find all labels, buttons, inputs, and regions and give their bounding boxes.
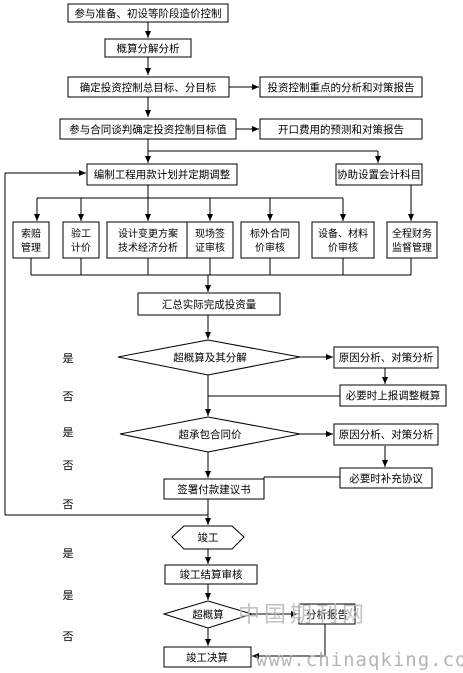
watermark: 中国期刊网 www.chinaqking.com	[238, 603, 463, 671]
node-acceptance-pricing: 验工 计价	[62, 221, 100, 259]
node-equipment-materials-line1: 设备、材料	[318, 227, 368, 240]
decision-over-contract-label: 超承包合同价	[179, 428, 242, 441]
node-supplement-agreement: 必要时补充协议	[339, 467, 433, 489]
node-site-visa: 现场签 证审核	[186, 221, 234, 259]
node-claims-mgmt: 索赔 管理	[12, 221, 50, 259]
node-key-analysis-report: 投资控制重点的分析和对策报告	[259, 76, 423, 98]
node-final-accounts: 竣工决算	[163, 646, 252, 668]
node-acceptance-pricing-line2: 计价	[71, 241, 91, 254]
node-payment-plan-label: 编制工程用款计划并定期调整	[94, 168, 231, 181]
side-label: 是	[63, 547, 74, 560]
node-cause-analysis-1: 原因分析、对策分析	[333, 346, 439, 369]
node-opening-cost-forecast: 开口费用的预测和对策报告	[259, 118, 423, 140]
side-label: 否	[63, 630, 74, 643]
node-report-adjust-budget: 必要时上报调整概算	[339, 384, 447, 407]
side-label: 是	[63, 352, 74, 365]
node-finance-supervision-line2: 监督管理	[392, 241, 432, 254]
decision-over-contract: 超承包合同价	[119, 416, 301, 453]
side-label: 否	[63, 390, 74, 403]
node-equipment-materials-line2: 价审核	[328, 241, 358, 254]
node-payment-plan: 编制工程用款计划并定期调整	[86, 163, 238, 186]
side-label: 否	[63, 459, 74, 472]
watermark-url: www.chinaqking.com	[256, 649, 463, 671]
node-accounting-subjects: 协助设置会计科目	[335, 163, 423, 186]
node-extra-contract-line1: 标外合同	[250, 227, 290, 240]
node-key-analysis-report-label: 投资控制重点的分析和对策报告	[268, 81, 415, 94]
node-accounting-subjects-label: 协助设置会计科目	[337, 168, 421, 181]
node-equipment-materials: 设备、材料 价审核	[311, 221, 375, 259]
node-acceptance-pricing-line1: 验工	[71, 227, 91, 240]
side-yes-no-labels: 是 否 是 否 否 是 是 否	[63, 352, 74, 643]
node-cause-analysis-2: 原因分析、对策分析	[333, 423, 439, 446]
node-contract-negotiation-label: 参与合同谈判确定投资控制目标值	[69, 123, 227, 136]
node-payment-proposal-label: 签署付款建议书	[177, 483, 251, 496]
node-cause-analysis-2-label: 原因分析、对策分析	[339, 428, 434, 441]
node-prep-stage: 参与准备、初设等阶段造价控制	[67, 3, 229, 23]
node-design-change-line2: 技术经济分析	[118, 241, 178, 254]
node-prep-stage-label: 参与准备、初设等阶段造价控制	[75, 7, 222, 20]
node-final-account-review-label: 竣工结算审核	[180, 568, 243, 581]
node-final-accounts-label: 竣工决算	[186, 651, 228, 664]
node-analysis-report: 分析报告	[298, 603, 356, 625]
decision-over-budget-final: 超概算	[162, 600, 254, 629]
watermark-logo-text: 中国期刊网	[238, 603, 368, 628]
node-set-targets: 确定投资控制总目标、分目标	[67, 76, 230, 98]
node-budget-breakdown: 概算分解分析	[104, 38, 192, 58]
node-report-adjust-budget-label: 必要时上报调整概算	[346, 389, 441, 402]
node-opening-cost-forecast-label: 开口费用的预测和对策报告	[278, 123, 404, 136]
node-extra-contract-line2: 价审核	[255, 241, 285, 254]
node-contract-negotiation: 参与合同谈判确定投资控制目标值	[59, 118, 237, 140]
node-finance-supervision-line1: 全程财务	[392, 227, 432, 240]
node-analysis-report-label: 分析报告	[306, 608, 348, 621]
node-summarize-investment: 汇总实际完成投资量	[137, 292, 281, 316]
node-design-change-line1: 设计变更方案	[118, 227, 178, 240]
node-site-visa-line2: 证审核	[195, 241, 225, 254]
node-payment-proposal: 签署付款建议书	[163, 478, 265, 500]
node-supplement-agreement-label: 必要时补充协议	[349, 472, 423, 485]
node-extra-contract: 标外合同 价审核	[240, 221, 300, 259]
node-completion-label: 竣工	[198, 531, 219, 544]
side-label: 是	[63, 426, 74, 439]
node-budget-breakdown-label: 概算分解分析	[117, 42, 180, 55]
decision-over-budget-final-label: 超概算	[192, 608, 224, 621]
node-claims-mgmt-line2: 管理	[21, 241, 41, 254]
side-label: 否	[63, 498, 74, 511]
node-completion: 竣工	[171, 525, 245, 550]
node-summarize-investment-label: 汇总实际完成投资量	[162, 298, 257, 311]
node-finance-supervision: 全程财务 监督管理	[386, 221, 438, 259]
node-final-account-review: 竣工结算审核	[164, 564, 258, 585]
node-cause-analysis-1-label: 原因分析、对策分析	[339, 351, 434, 364]
node-design-change: 设计变更方案 技术经济分析	[106, 221, 191, 259]
side-label: 是	[63, 589, 74, 602]
decision-over-budget-label: 超概算及其分解	[173, 351, 247, 364]
connector-lines	[4, 22, 414, 659]
node-site-visa-line1: 现场签	[195, 227, 225, 240]
decision-over-budget: 超概算及其分解	[117, 339, 301, 376]
node-set-targets-label: 确定投资控制总目标、分目标	[80, 81, 217, 94]
node-claims-mgmt-line1: 索赔	[21, 227, 41, 240]
